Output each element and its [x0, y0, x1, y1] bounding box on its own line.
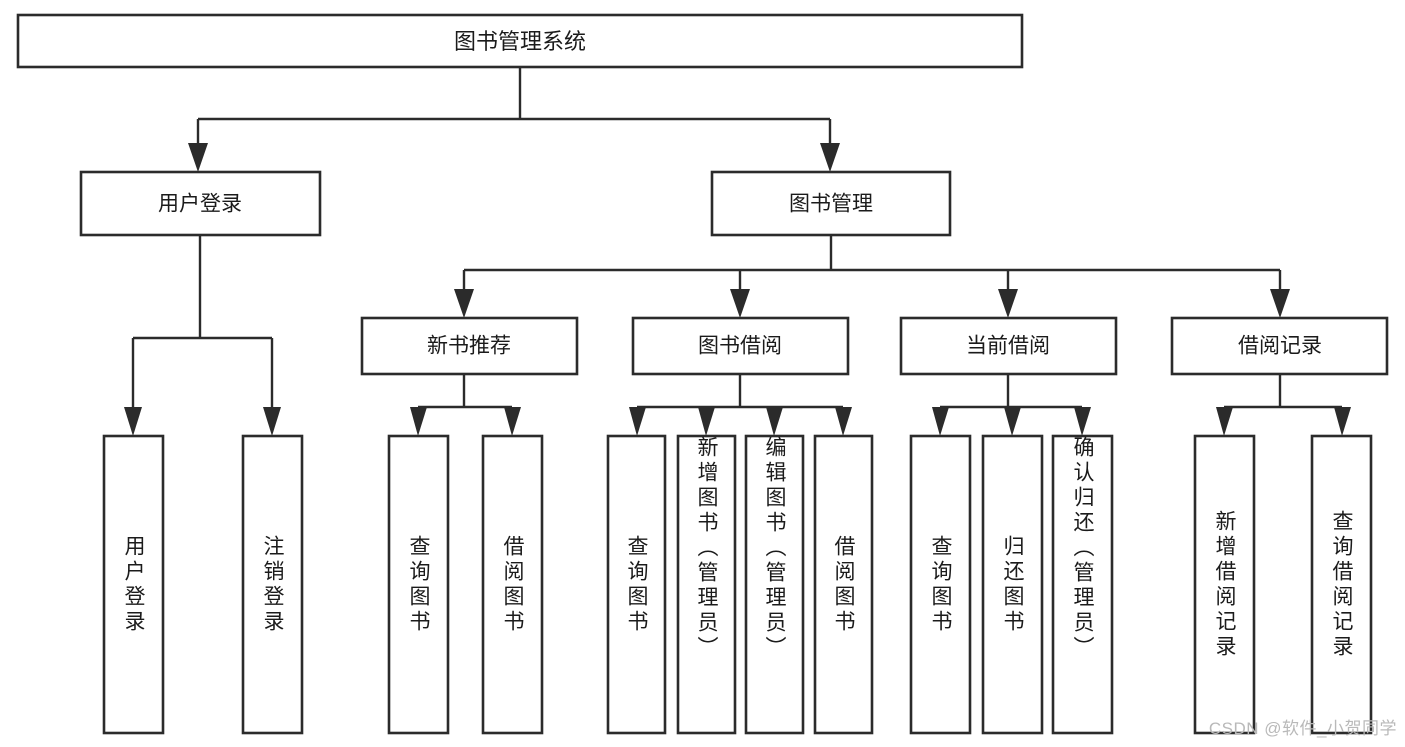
arrow-to-current-borrow	[998, 289, 1018, 318]
node-root-label: 图书管理系统	[454, 29, 586, 54]
arrow-to-leaf-cur-confirm	[1074, 407, 1091, 436]
node-borrow-record-box[interactable]	[1170, 316, 1389, 376]
node-current-borrow-box[interactable]	[899, 316, 1118, 376]
node-leaf-user-login-box[interactable]	[102, 434, 165, 735]
connector-layer	[124, 68, 1351, 436]
node-leaf-borrow-edit-box[interactable]	[744, 434, 805, 735]
arrow-to-leaf-cur-return	[1004, 407, 1021, 436]
node-leaf-user-logout-box[interactable]	[241, 434, 304, 735]
node-new-book-rec[interactable]: 新书推荐	[360, 316, 579, 376]
node-book-borrow-label: 图书借阅	[698, 335, 782, 358]
node-leaf-rec-query-box[interactable]	[387, 434, 450, 735]
arrow-to-leaf-rec-add	[1216, 407, 1233, 436]
arrow-to-leaf-borrow-edit	[766, 407, 783, 436]
node-borrow-record[interactable]: 借阅记录	[1170, 316, 1389, 376]
node-leaf-rec-add-box[interactable]	[1193, 434, 1256, 735]
node-leaf-rec-borrow-box[interactable]	[481, 434, 544, 735]
node-new-book-rec-box[interactable]	[360, 316, 579, 376]
arrow-to-book-manage	[820, 143, 840, 172]
arrow-to-borrow-record	[1270, 289, 1290, 318]
arrow-to-leaf-borrow-do	[835, 407, 852, 436]
node-leaf-cur-return-box[interactable]	[981, 434, 1044, 735]
arrow-to-leaf-user-login	[124, 407, 142, 436]
node-borrow-record-label: 借阅记录	[1238, 335, 1322, 358]
node-leaf-borrow-add-box[interactable]	[676, 434, 737, 735]
csdn-watermark: CSDN @软件_小贺同学	[1208, 719, 1397, 738]
node-book-manage-box[interactable]	[710, 170, 952, 237]
node-leaf-rec-search-box[interactable]	[1310, 434, 1373, 735]
arrow-to-leaf-rec-search	[1334, 407, 1351, 436]
node-current-borrow-label: 当前借阅	[966, 335, 1050, 358]
node-book-borrow-box[interactable]	[631, 316, 850, 376]
arrow-to-user-login	[188, 143, 208, 172]
arrow-to-book-borrow	[730, 289, 750, 318]
node-new-book-rec-label: 新书推荐	[427, 335, 511, 358]
arrow-to-leaf-borrow-query	[629, 407, 646, 436]
arrow-to-leaf-cur-query	[932, 407, 949, 436]
node-leaf-borrow-query-box[interactable]	[606, 434, 667, 735]
node-leaf-cur-confirm-box[interactable]	[1051, 434, 1114, 735]
arrow-to-leaf-rec-borrow	[504, 407, 521, 436]
arrow-to-leaf-borrow-add	[698, 407, 715, 436]
node-leaf-cur-query-box[interactable]	[909, 434, 972, 735]
node-user-login-box[interactable]	[79, 170, 322, 237]
node-root-box[interactable]	[16, 13, 1024, 69]
node-user-login[interactable]: 用户登录	[79, 170, 322, 237]
node-user-login-label: 用户登录	[158, 193, 242, 216]
arrow-to-leaf-user-logout	[263, 407, 281, 436]
node-layer: 图书管理系统 用户登录 图书管理 新书推荐 图书借阅	[16, 13, 1389, 735]
node-book-manage[interactable]: 图书管理	[710, 170, 952, 237]
arrow-to-new-book-rec	[454, 289, 474, 318]
node-current-borrow[interactable]: 当前借阅	[899, 316, 1118, 376]
arrow-to-leaf-rec-query	[410, 407, 427, 436]
node-leaf-borrow-do-box[interactable]	[813, 434, 874, 735]
node-book-borrow[interactable]: 图书借阅	[631, 316, 850, 376]
node-book-manage-label: 图书管理	[789, 193, 873, 216]
node-root[interactable]: 图书管理系统	[16, 13, 1024, 69]
